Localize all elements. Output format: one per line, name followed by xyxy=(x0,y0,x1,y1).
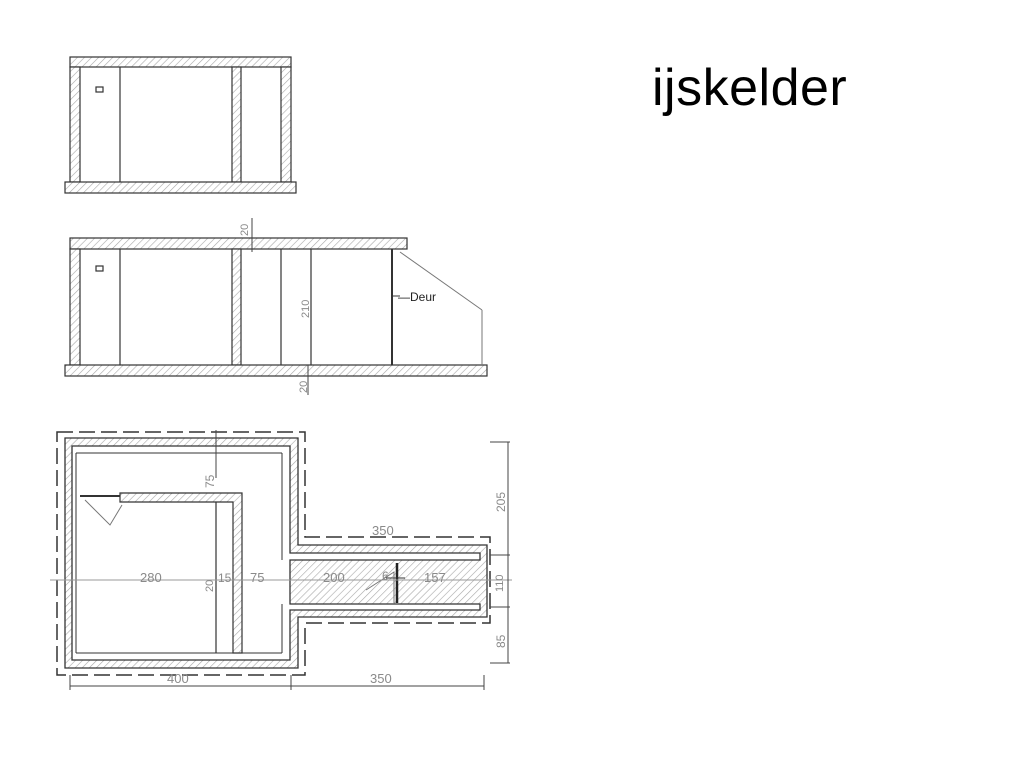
dimension-label: 210 xyxy=(300,300,312,318)
floor-slab xyxy=(64,364,488,377)
right-wall xyxy=(280,66,292,183)
room-interior xyxy=(71,445,481,661)
dimension-label: 200 xyxy=(323,570,345,585)
door-swing-line xyxy=(399,251,483,311)
dimension-label: 280 xyxy=(140,570,162,585)
dimension-label: 75 xyxy=(250,570,264,585)
dimension-label: 400 xyxy=(167,671,189,686)
dimension-label: 110 xyxy=(494,574,506,592)
dimension-label: 75 xyxy=(203,474,217,488)
dimension-label: 15 xyxy=(218,571,232,585)
left-wall xyxy=(69,66,81,183)
vent-icon xyxy=(95,86,104,93)
roof-slab xyxy=(69,56,292,68)
dimension-label: 20 xyxy=(204,580,216,592)
front-elevation xyxy=(64,56,297,194)
dimension-label: 157 xyxy=(424,570,446,585)
partition-wall xyxy=(119,492,243,654)
dimension-label: 85 xyxy=(494,634,508,648)
dimension-label: 350 xyxy=(372,523,394,538)
middle-wall xyxy=(231,248,242,366)
dimension-label: 350 xyxy=(370,671,392,686)
dimension-label: 20 xyxy=(298,381,310,393)
vent-icon xyxy=(95,265,104,272)
floor-plan xyxy=(50,430,512,690)
dimension-label: 205 xyxy=(494,492,508,512)
slide-title: ijskelder xyxy=(652,59,848,117)
dimension-label: 20 xyxy=(239,224,251,236)
middle-wall xyxy=(231,66,242,183)
insulation-boundary xyxy=(56,431,491,676)
door-label: —Deur xyxy=(398,290,436,304)
section-view xyxy=(64,218,488,395)
door-swing-arc xyxy=(84,499,123,526)
dimension-label: 6 xyxy=(382,569,389,583)
floor-slab xyxy=(64,181,297,194)
roof-slab xyxy=(69,237,408,250)
left-wall xyxy=(69,248,81,366)
door-swing-arc xyxy=(365,571,395,603)
